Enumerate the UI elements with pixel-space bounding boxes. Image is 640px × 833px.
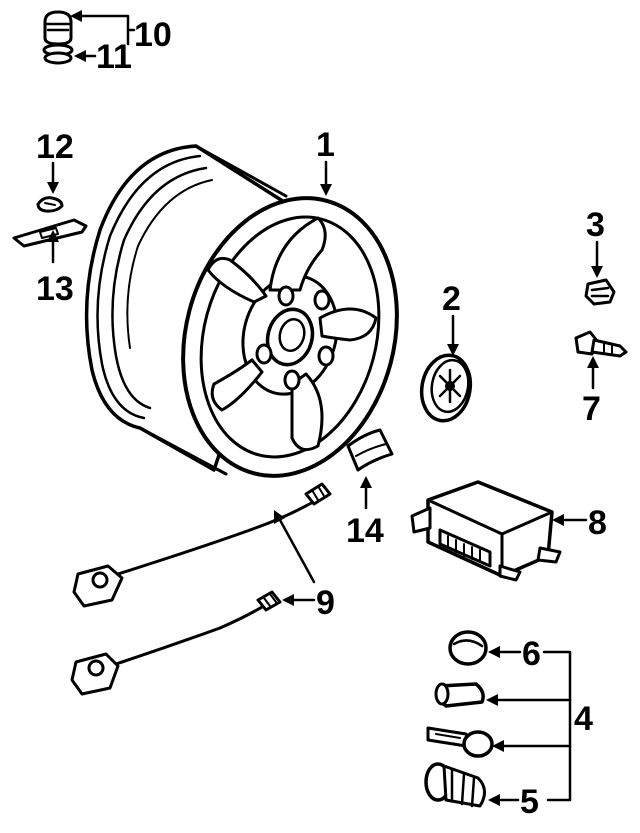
callout-7: 7 [582, 390, 601, 428]
leader-5 [488, 794, 520, 806]
callout-2: 2 [442, 280, 461, 318]
callout-14: 14 [346, 512, 384, 550]
leader-12 [47, 161, 59, 194]
emblem-strip-part [346, 428, 394, 472]
callout-12: 12 [36, 128, 74, 166]
callout-1: 1 [316, 126, 335, 164]
control-module-part [410, 480, 562, 582]
callout-5: 5 [520, 783, 539, 821]
leader-6 [488, 646, 522, 658]
leader-4-bracket [486, 650, 572, 802]
leader-13 [47, 230, 59, 264]
leader-14 [360, 476, 372, 510]
speed-sensor-lower-part [70, 590, 282, 696]
callout-10: 10 [134, 16, 172, 54]
lock-cylinder-part [434, 682, 485, 708]
valve-cap-part [42, 10, 74, 57]
balance-clip-part [36, 196, 64, 213]
key-part [426, 726, 494, 758]
center-cap-part [419, 353, 473, 423]
callout-13: 13 [36, 270, 74, 308]
speed-sensor-upper-part [72, 482, 332, 608]
wheel-weight-part [12, 218, 88, 248]
callout-9: 9 [316, 584, 335, 622]
callout-6: 6 [522, 635, 541, 673]
lock-housing-part [424, 762, 486, 808]
callout-8: 8 [588, 504, 607, 542]
sensor-bolt-part [574, 330, 628, 358]
leader-11 [74, 50, 97, 62]
wheel-part [84, 144, 399, 478]
seal-ring-part [43, 51, 73, 65]
callout-4: 4 [574, 700, 593, 738]
callout-3: 3 [586, 206, 605, 244]
lock-cap-part [448, 630, 488, 666]
leader-3 [591, 240, 603, 278]
callout-11: 11 [96, 38, 132, 76]
leader-1 [320, 160, 332, 196]
leader-8 [552, 514, 588, 526]
valve-part [584, 278, 616, 306]
leader-9 [274, 510, 316, 606]
leader-7 [587, 356, 599, 390]
leader-10 [70, 10, 136, 46]
leader-2 [447, 314, 459, 356]
